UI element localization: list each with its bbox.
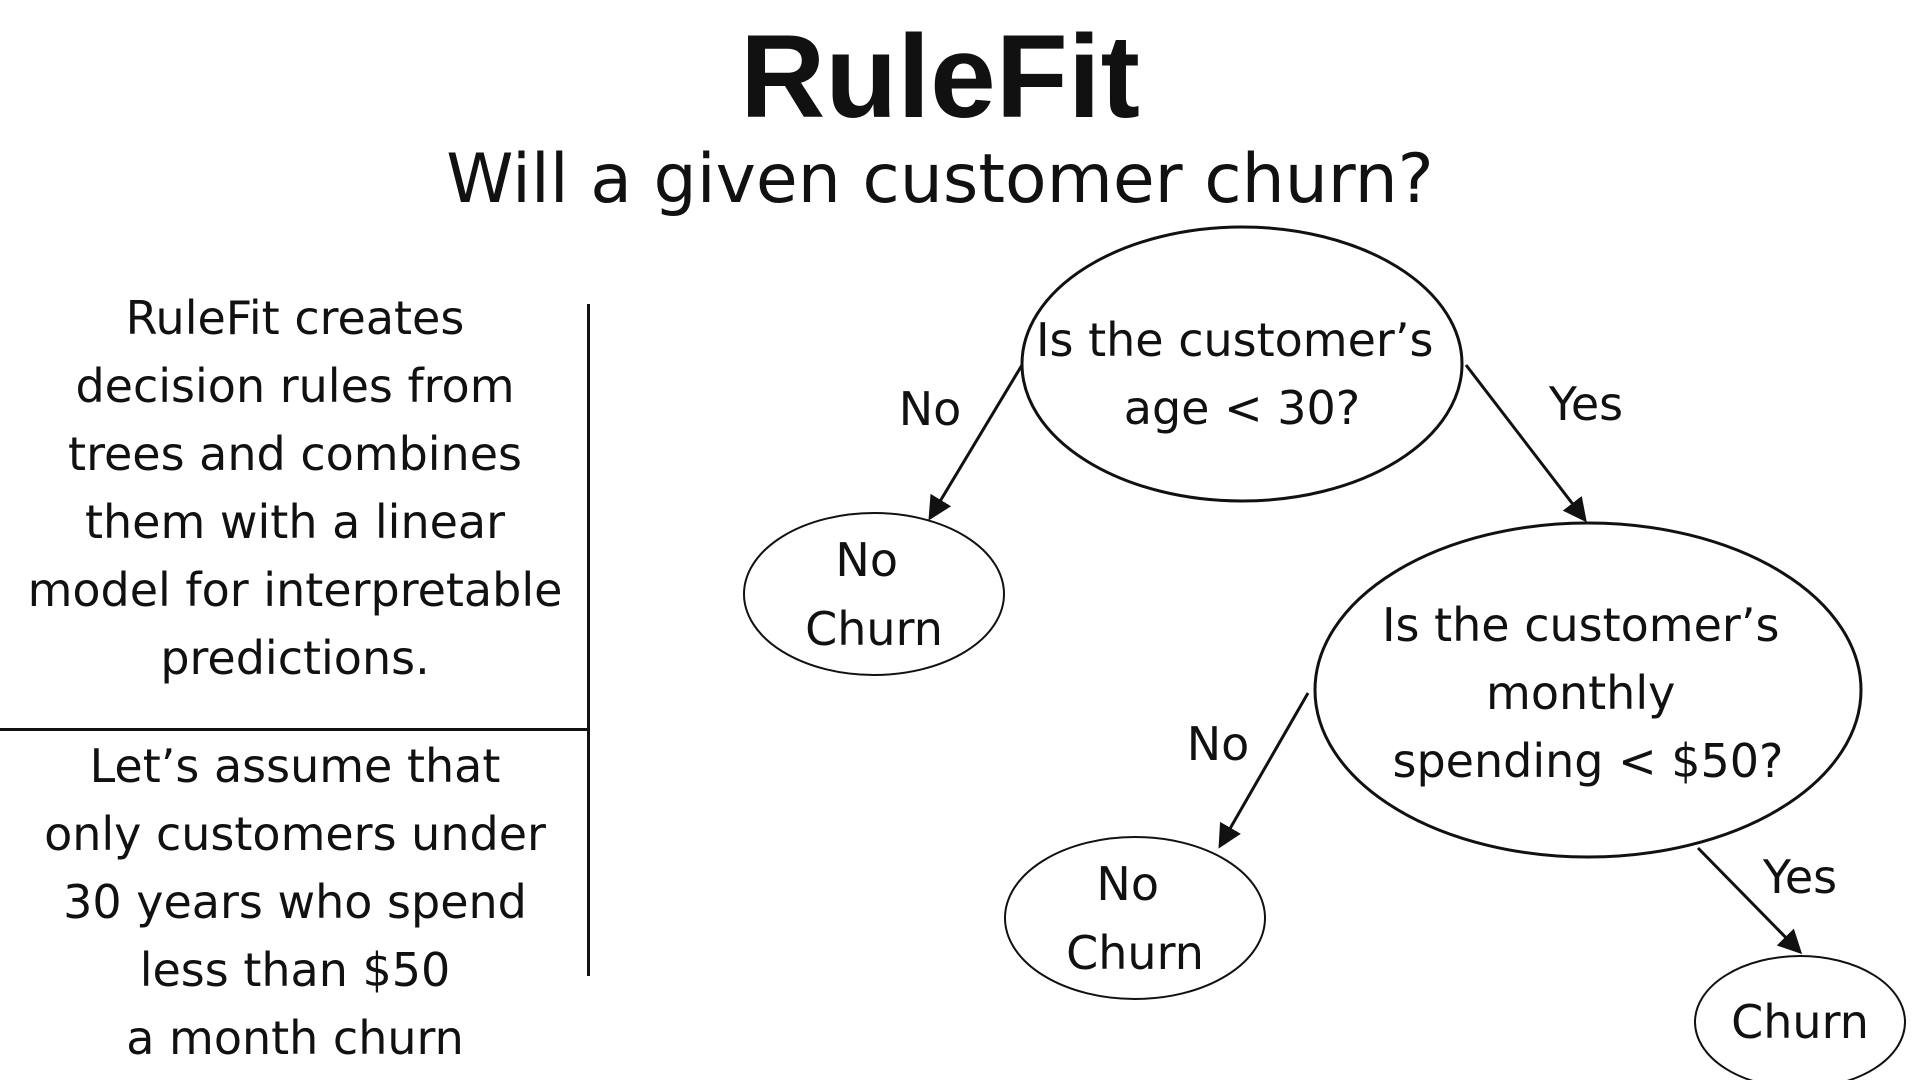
node-text-line: age < 30? xyxy=(1124,381,1360,435)
intro-line: trees and combines xyxy=(68,427,522,481)
intro-line: them with a linear xyxy=(84,495,506,549)
vertical-divider xyxy=(587,304,590,976)
edge-root-no xyxy=(928,364,1024,521)
node-text-line: Churn xyxy=(1066,926,1204,980)
node-text-line: Is the customer’s xyxy=(1382,598,1779,652)
node-no-churn-2-text: No Churn xyxy=(1066,857,1204,980)
node-age-question-text: Is the customer’s age < 30? xyxy=(1036,313,1448,435)
node-text-line: Churn xyxy=(1731,995,1869,1049)
intro-line: RuleFit creates xyxy=(125,291,465,345)
edge-label-spend-no: No xyxy=(1187,717,1250,771)
assumption-line: Let’s assume that xyxy=(89,739,501,793)
edge-label-spend-yes: Yes xyxy=(1762,850,1837,904)
node-churn xyxy=(1694,955,1906,1080)
node-spending-question xyxy=(1313,521,1863,859)
node-text-line: spending < $50? xyxy=(1393,734,1784,788)
intro-line: decision rules from xyxy=(75,359,515,413)
edge-label-root-yes: Yes xyxy=(1548,377,1623,431)
edge-spend-yes xyxy=(1696,846,1803,955)
edge-label-root-no: No xyxy=(899,382,962,436)
node-text-line: No xyxy=(1096,857,1159,911)
assumption-line: less than $50 xyxy=(139,943,451,997)
edge-root-yes xyxy=(1464,364,1587,523)
horizontal-divider xyxy=(0,728,590,731)
node-text-line: monthly xyxy=(1486,666,1675,720)
node-text-line: Is the customer’s xyxy=(1036,313,1433,367)
node-age-question xyxy=(1020,225,1464,503)
node-no-churn-1 xyxy=(743,512,1005,676)
node-text-line: Churn xyxy=(805,602,943,656)
node-churn-text: Churn xyxy=(1731,995,1869,1049)
node-text-line: No xyxy=(835,533,898,587)
assumption-text: Let’s assume that only customers under 3… xyxy=(0,732,590,1072)
node-no-churn-1-text: No Churn xyxy=(805,533,943,656)
page-subtitle: Will a given customer churn? xyxy=(446,140,1434,219)
node-spending-question-text: Is the customer’s monthly spending < $50… xyxy=(1382,598,1794,788)
assumption-line: a month churn xyxy=(126,1011,464,1065)
intro-line: model for interpretable xyxy=(27,563,563,617)
assumption-line: 30 years who spend xyxy=(63,875,527,929)
edge-spend-no xyxy=(1218,692,1310,849)
page-title: RuleFit xyxy=(740,11,1140,143)
assumption-line: only customers under xyxy=(44,807,546,861)
intro-line: predictions. xyxy=(160,631,430,685)
intro-text: RuleFit creates decision rules from tree… xyxy=(0,284,590,692)
node-no-churn-2 xyxy=(1004,836,1266,1000)
